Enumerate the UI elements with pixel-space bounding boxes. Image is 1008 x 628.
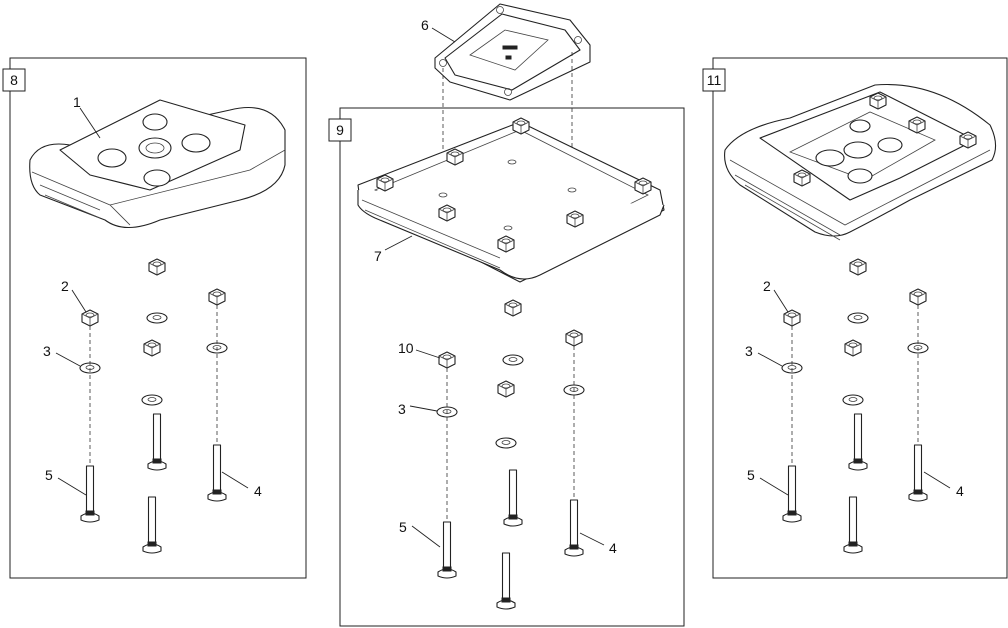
nut-10 [438, 351, 456, 369]
callout-6: 6 [421, 17, 429, 33]
bolt-4-mid [564, 499, 584, 557]
washer-right-a [847, 312, 869, 324]
washer-mid-a [502, 354, 524, 366]
washer-mid-b [495, 437, 517, 449]
group-8: 8 1 2 3 [2, 57, 307, 579]
callout-3-right: 3 [745, 343, 753, 359]
bolt-4-right [908, 444, 928, 502]
seat11-nut-d [793, 169, 811, 187]
nut-left-a [148, 258, 166, 276]
nut-mid-a [504, 299, 522, 317]
nut-mid-c [565, 329, 583, 347]
seat-assembly-1 [29, 99, 286, 229]
nut-right-c [909, 288, 927, 306]
callout-4-mid: 4 [609, 540, 617, 556]
washer-left-b [141, 394, 163, 406]
bolt-left-a [147, 413, 167, 471]
frame-nut-c [634, 177, 652, 195]
seat-assembly-11 [724, 83, 997, 241]
base-7 [357, 121, 665, 283]
callout-2-left: 2 [61, 278, 69, 294]
bolt-mid-a [503, 469, 523, 527]
bolt-5-mid [437, 521, 457, 579]
seat11-nut-a [869, 92, 887, 110]
callout-3-left: 3 [43, 343, 51, 359]
group-8-frame [9, 57, 307, 579]
seat11-nut-c [959, 131, 977, 149]
frame-nut-g [497, 235, 515, 253]
bolt-right-a [848, 413, 868, 471]
nut-left-c [208, 288, 226, 306]
group-9-tag-box [328, 118, 352, 142]
group-8-tag-box [2, 68, 26, 92]
washer-left-a [146, 312, 168, 324]
frame-nut-e [438, 204, 456, 222]
plate-6 [434, 3, 591, 101]
callout-4-right: 4 [956, 483, 964, 499]
frame-nut-b [512, 117, 530, 135]
nut-left-b [143, 339, 161, 357]
group-11: 11 2 [702, 57, 1008, 579]
bolt-left-b [142, 496, 162, 554]
callout-4-left: 4 [254, 483, 262, 499]
group-9: 9 6 [328, 3, 685, 627]
nut-right-a [849, 258, 867, 276]
group-8-tag: 8 [10, 72, 18, 88]
nut-2-right [783, 309, 801, 327]
group-11-tag-box [702, 68, 726, 92]
group-9-frame [339, 107, 685, 627]
frame-nut-a [446, 148, 464, 166]
callout-5-mid: 5 [399, 519, 407, 535]
washer-right-b [842, 394, 864, 406]
frame-nut-d [566, 210, 584, 228]
callout-5-right: 5 [747, 467, 755, 483]
bolt-mid-b [496, 552, 516, 610]
nut-right-b [844, 339, 862, 357]
callout-7: 7 [374, 248, 382, 264]
nut-mid-b [497, 380, 515, 398]
callout-1: 1 [73, 94, 81, 110]
seat11-nut-b [908, 116, 926, 134]
group-9-tag: 9 [336, 122, 344, 138]
callout-3-mid: 3 [398, 401, 406, 417]
group-11-frame [712, 57, 1008, 579]
nut-2-left [81, 309, 99, 327]
callout-5-left: 5 [45, 467, 53, 483]
callout-10: 10 [398, 340, 414, 356]
callout-2-right: 2 [763, 278, 771, 294]
group-11-tag: 11 [707, 72, 722, 88]
bolt-right-b [843, 496, 863, 554]
frame-nut-f [376, 174, 394, 192]
